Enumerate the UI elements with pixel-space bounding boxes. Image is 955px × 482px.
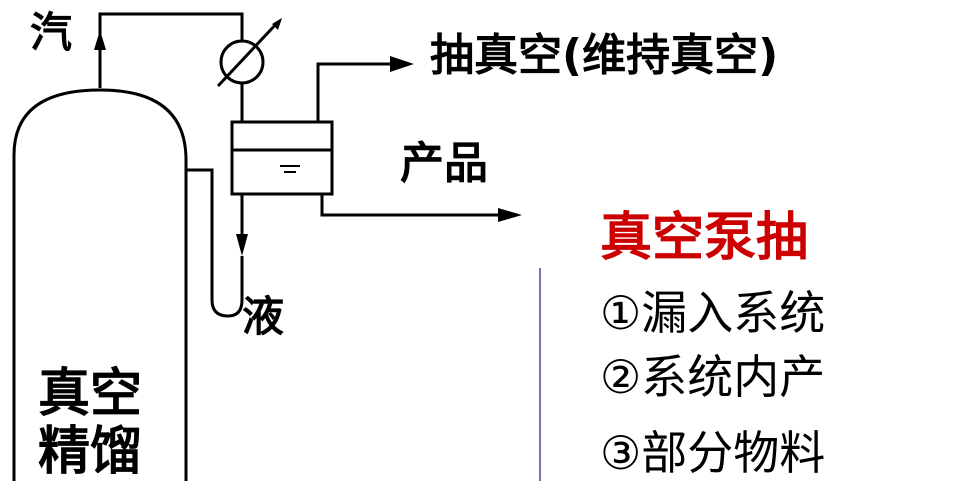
column-label-line2: 精馏	[38, 422, 143, 482]
column-label-line1: 真空	[38, 364, 143, 424]
product-line	[320, 194, 500, 217]
notes-item-1: ①漏入系统	[600, 286, 826, 340]
vapor-line	[98, 12, 244, 88]
notes-item-2: ②系统内产	[600, 350, 826, 404]
condenser-slash-arrow	[272, 18, 282, 30]
distillation-column	[12, 88, 188, 481]
product-arrow	[498, 208, 522, 222]
receiver-drum	[230, 120, 334, 196]
notes-title: 真空泵抽	[600, 207, 809, 268]
vacuum-label: 抽真空(维持真空)	[430, 30, 779, 81]
vacuum-arrow	[390, 56, 414, 72]
u-tube	[186, 168, 244, 318]
notes-item-3: ③部分物料	[600, 426, 826, 480]
vapor-arrow	[94, 30, 106, 50]
vacuum-line	[316, 62, 392, 122]
liquid-label: 液	[242, 292, 285, 341]
condenser-slash	[216, 20, 280, 88]
product-label: 产品	[400, 138, 488, 189]
vapor-label: 汽	[30, 8, 73, 57]
reflux-arrow	[236, 234, 248, 256]
